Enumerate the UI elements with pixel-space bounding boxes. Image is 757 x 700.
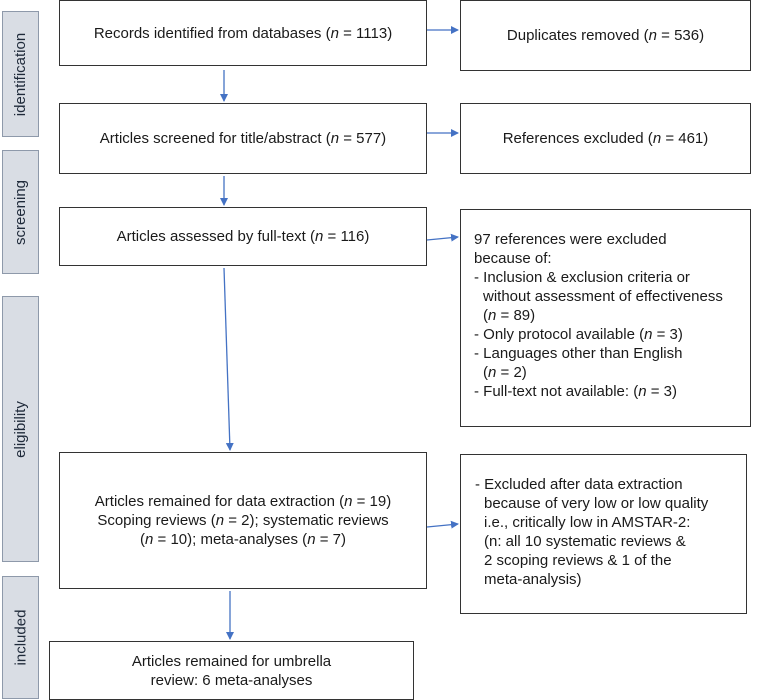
duplicates-removed-box: Duplicates removed (n = 536) [460, 0, 751, 71]
references-excluded-text: References excluded (n = 461) [502, 130, 709, 147]
data-extraction-text: Articles remained for data extraction (n… [94, 493, 392, 548]
quality-exclusions-box: - Excluded after data extraction because… [460, 454, 747, 614]
arrow-extraction-to-quality [426, 520, 459, 529]
arrow-fulltext-to-exclusions [426, 233, 459, 242]
fulltext-assessed-box: Articles assessed by full-text (n = 116) [59, 207, 427, 266]
stage-included: included [2, 576, 39, 699]
articles-screened-box: Articles screened for title/abstract (n … [59, 103, 427, 174]
articles-screened-text: Articles screened for title/abstract (n … [99, 130, 387, 147]
arrow-fulltext-to-extraction [223, 267, 234, 451]
records-identified-box: Records identified from databases (n = 1… [59, 0, 427, 66]
data-extraction-box: Articles remained for data extraction (n… [59, 452, 427, 589]
references-excluded-box: References excluded (n = 461) [460, 103, 751, 174]
fulltext-exclusions-text: 97 references were excluded because of: … [474, 231, 723, 400]
fulltext-assessed-text: Articles assessed by full-text (n = 116) [116, 228, 370, 245]
stage-eligibility: eligibility [2, 296, 39, 562]
umbrella-review-box: Articles remained for umbrella review: 6… [49, 641, 414, 700]
records-identified-text: Records identified from databases (n = 1… [93, 24, 393, 42]
stage-identification: identification [2, 11, 39, 137]
stage-screening: screening [2, 150, 39, 274]
quality-exclusions-text: - Excluded after data extraction because… [475, 476, 709, 588]
umbrella-review-text: Articles remained for umbrella review: 6… [131, 652, 332, 689]
fulltext-exclusions-box: 97 references were excluded because of: … [460, 209, 751, 427]
duplicates-removed-text: Duplicates removed (n = 536) [506, 27, 705, 44]
